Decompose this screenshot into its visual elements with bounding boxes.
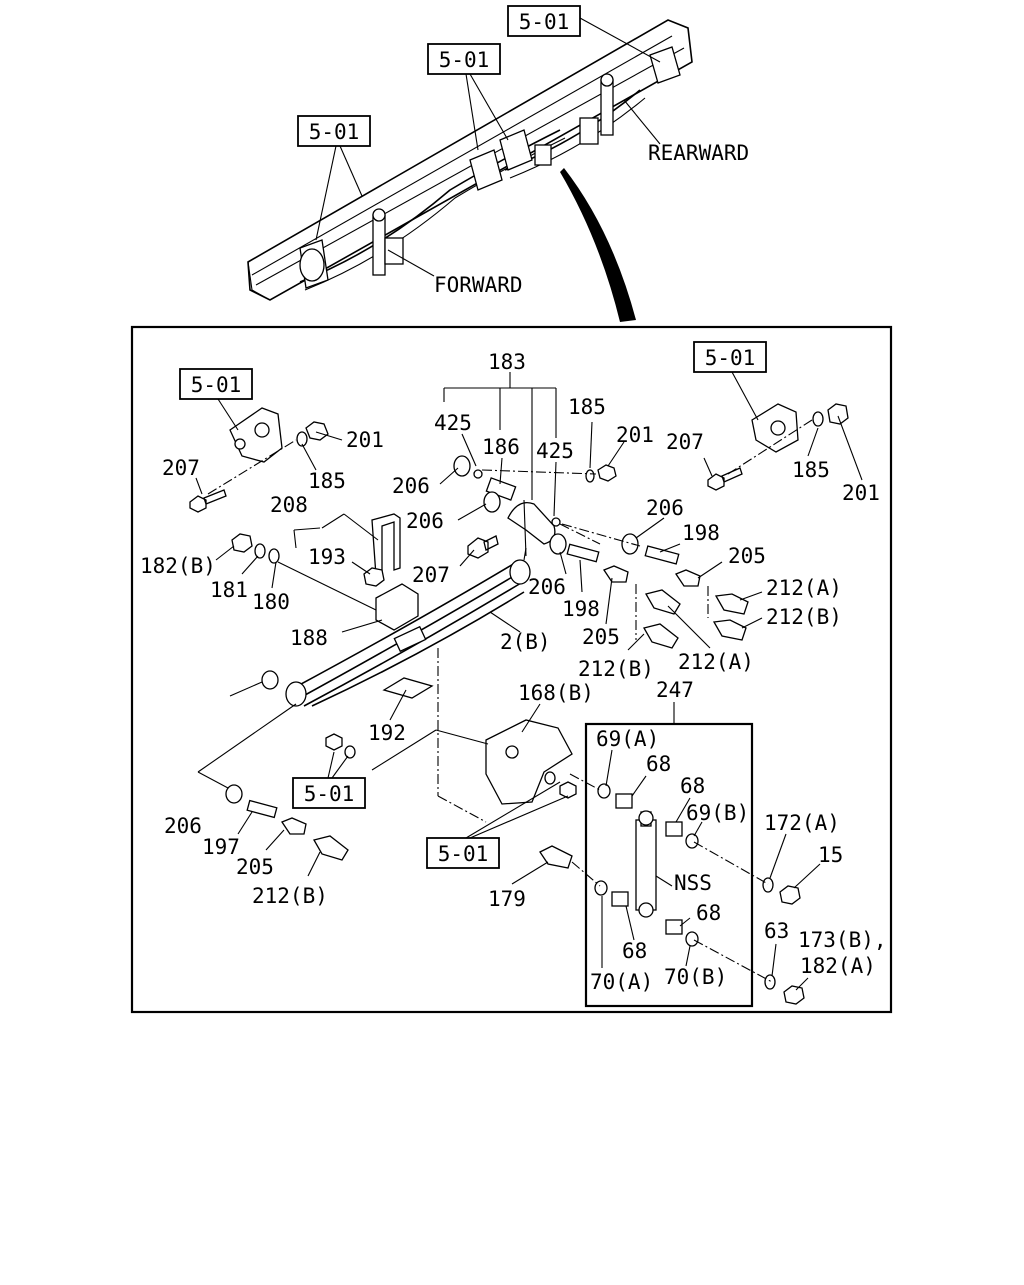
- forward-label: FORWARD: [434, 273, 523, 297]
- part-label-70b: 70(B): [664, 965, 727, 989]
- part-label-212a: 212(A): [678, 650, 754, 674]
- part-label-nss: NSS: [674, 871, 712, 895]
- detail-ref-box-2: 5-01: [693, 341, 767, 373]
- part-label-205: 205: [236, 855, 274, 879]
- part-label-247: 247: [656, 678, 694, 702]
- ref-label: 5-01: [309, 120, 360, 144]
- part-label-2b: 2(B): [500, 630, 551, 654]
- ref-label: 5-01: [519, 10, 570, 34]
- detail-labels: 183 425 186 425 185 201 201 185 207 206 …: [140, 350, 887, 994]
- part-label-212b: 212(B): [578, 657, 654, 681]
- detail-ref-box-4: 5-01: [426, 837, 500, 869]
- ref-label: 5-01: [191, 373, 242, 397]
- part-label-63: 63: [764, 919, 789, 943]
- part-label-206: 206: [164, 814, 202, 838]
- ref-label: 5-01: [439, 48, 490, 72]
- part-label-183: 183: [488, 350, 526, 374]
- part-label-198: 198: [562, 597, 600, 621]
- part-label-68: 68: [622, 939, 647, 963]
- part-label-205: 205: [582, 625, 620, 649]
- overview-ref-box-2: 5-01: [427, 43, 501, 75]
- part-label-185: 185: [792, 458, 830, 482]
- part-label-207: 207: [666, 430, 704, 454]
- part-label-185: 185: [308, 469, 346, 493]
- part-label-212b: 212(B): [766, 605, 842, 629]
- overview-ref-box-1: 5-01: [507, 5, 581, 37]
- part-label-207: 207: [412, 563, 450, 587]
- part-label-180: 180: [252, 590, 290, 614]
- part-label-201: 201: [842, 481, 880, 505]
- part-label-425: 425: [536, 439, 574, 463]
- part-label-182b: 182(B): [140, 554, 216, 578]
- rearward-label: REARWARD: [648, 141, 749, 165]
- overview-frame-rail: [247, 19, 693, 301]
- part-label-198: 198: [682, 521, 720, 545]
- overview-ref-box-3: 5-01: [297, 115, 371, 147]
- part-label-188: 188: [290, 626, 328, 650]
- part-label-68: 68: [696, 901, 721, 925]
- part-label-181: 181: [210, 578, 248, 602]
- ref-label: 5-01: [438, 842, 489, 866]
- part-label-201: 201: [346, 428, 384, 452]
- part-label-185: 185: [568, 395, 606, 419]
- part-label-186: 186: [482, 435, 520, 459]
- part-label-168b: 168(B): [518, 681, 594, 705]
- part-label-179: 179: [488, 887, 526, 911]
- part-label-193: 193: [308, 545, 346, 569]
- part-label-70a: 70(A): [590, 970, 653, 994]
- part-label-206: 206: [528, 575, 566, 599]
- detail-callout-arrow: [560, 168, 636, 322]
- part-label-425: 425: [434, 411, 472, 435]
- part-label-206: 206: [646, 496, 684, 520]
- part-label-172a: 172(A): [764, 811, 840, 835]
- ref-label: 5-01: [705, 346, 756, 370]
- part-label-192: 192: [368, 721, 406, 745]
- part-label-69a: 69(A): [596, 727, 659, 751]
- part-label-173b: 173(B),: [798, 928, 887, 952]
- part-label-69b: 69(B): [686, 801, 749, 825]
- part-label-68: 68: [680, 774, 705, 798]
- part-label-212b: 212(B): [252, 884, 328, 908]
- ref-label: 5-01: [304, 782, 355, 806]
- detail-ref-box-1: 5-01: [179, 368, 253, 400]
- detail-frame: [130, 325, 893, 1014]
- part-label-208: 208: [270, 493, 308, 517]
- part-label-15: 15: [818, 843, 843, 867]
- part-label-206: 206: [406, 509, 444, 533]
- part-label-212a: 212(A): [766, 576, 842, 600]
- detail-ref-box-3: 5-01: [292, 777, 366, 809]
- part-label-201: 201: [616, 423, 654, 447]
- part-label-68: 68: [646, 752, 671, 776]
- part-label-205: 205: [728, 544, 766, 568]
- overview-leaders: [315, 17, 661, 277]
- part-label-206: 206: [392, 474, 430, 498]
- part-label-182a: 182(A): [800, 954, 876, 978]
- part-label-197: 197: [202, 835, 240, 859]
- part-label-207: 207: [162, 456, 200, 480]
- detail-leaders: [195, 371, 863, 991]
